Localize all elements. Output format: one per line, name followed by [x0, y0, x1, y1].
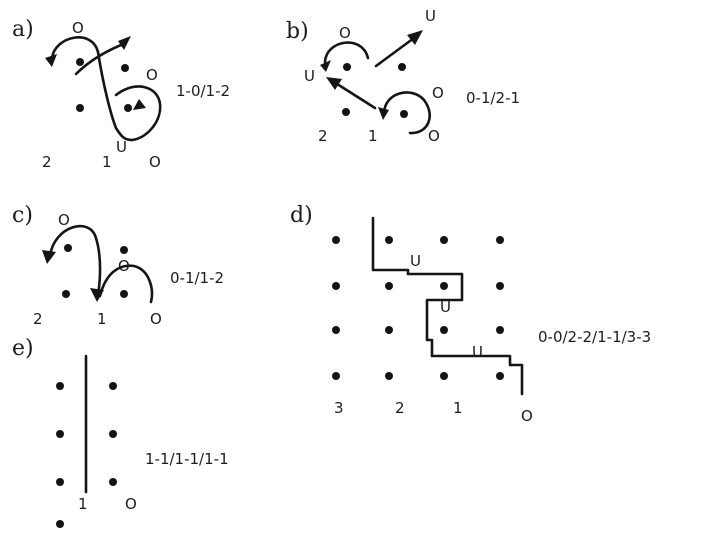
- column-label: O: [149, 153, 161, 171]
- panel-c-label: c): [12, 203, 33, 228]
- panel-c-notation: 0-1/1-2: [170, 269, 224, 287]
- column-label: 1: [78, 495, 88, 513]
- dot: [62, 290, 70, 298]
- dot: [56, 430, 64, 438]
- arrow-head-icon: [326, 77, 342, 90]
- panel-d: d) U U U 0-0/2-2/1-1/3-3 3 2 1 O: [290, 203, 651, 425]
- move-label: O: [118, 257, 130, 275]
- panel-e-label: e): [12, 336, 34, 361]
- arrow-head-icon: [133, 99, 146, 110]
- move-label: U: [116, 138, 127, 156]
- dot: [343, 63, 351, 71]
- dot: [124, 104, 132, 112]
- throw-arc: [323, 41, 370, 64]
- column-label: 1: [97, 310, 107, 328]
- column-label: 1: [453, 399, 463, 417]
- move-label: U: [425, 7, 436, 25]
- loop-curve: [114, 85, 162, 142]
- move-label: O: [339, 24, 351, 42]
- dot: [332, 282, 340, 290]
- panel-b-label: b): [286, 19, 309, 44]
- dot: [342, 108, 350, 116]
- panel-b: b) O U U O 0-1/2-1 2 1 O: [286, 7, 520, 145]
- dot: [398, 63, 406, 71]
- move-label: U: [440, 298, 451, 316]
- move-label: O: [58, 211, 70, 229]
- dot: [56, 478, 64, 486]
- dot: [56, 520, 64, 528]
- dot-grid: [332, 236, 504, 380]
- throw-arc: [98, 264, 154, 304]
- move-label: U: [472, 343, 483, 361]
- column-label: 2: [33, 310, 43, 328]
- crossing-curve: [96, 50, 134, 142]
- dot: [332, 326, 340, 334]
- dot: [385, 282, 393, 290]
- move-label: O: [72, 19, 84, 37]
- dot: [496, 236, 504, 244]
- dot: [496, 326, 504, 334]
- dot: [400, 110, 408, 118]
- panel-b-notation: 0-1/2-1: [466, 89, 520, 107]
- dot: [496, 282, 504, 290]
- dot: [121, 64, 129, 72]
- move-label: O: [432, 84, 444, 102]
- column-label: O: [150, 310, 162, 328]
- panel-a: a) O O U 1-0/1-2 2 1 O: [12, 17, 230, 171]
- staircase-path: [371, 216, 524, 396]
- column-label: 3: [334, 399, 344, 417]
- column-label: 1: [102, 153, 112, 171]
- column-label: O: [125, 495, 137, 513]
- panel-d-notation: 0-0/2-2/1-1/3-3: [538, 328, 651, 346]
- arrow-head-icon: [42, 250, 56, 264]
- dot: [496, 372, 504, 380]
- column-label: 1: [368, 127, 378, 145]
- panel-d-label: d): [290, 203, 313, 228]
- dot: [109, 430, 117, 438]
- throw-arc: [48, 224, 102, 298]
- panel-c: c) O O 0-1/1-2 2 1 O: [12, 203, 224, 328]
- panel-a-notation: 1-0/1-2: [176, 82, 230, 100]
- move-label: O: [146, 66, 158, 84]
- move-label: U: [304, 67, 315, 85]
- dot: [76, 104, 84, 112]
- dot: [385, 236, 393, 244]
- arrow-line: [332, 80, 377, 110]
- dot: [76, 58, 84, 66]
- column-label: O: [521, 407, 533, 425]
- throw-arc: [50, 36, 100, 60]
- column-label: 2: [395, 399, 405, 417]
- dot: [332, 236, 340, 244]
- dot: [109, 382, 117, 390]
- arrow-head-icon: [118, 36, 131, 50]
- dot: [440, 326, 448, 334]
- arrow-head-icon: [378, 107, 389, 120]
- arrow-head-icon: [320, 60, 331, 72]
- column-label: 2: [42, 153, 52, 171]
- move-label: U: [410, 252, 421, 270]
- panel-a-label: a): [12, 17, 34, 42]
- panel-e: e) 1-1/1-1/1-1 1 O: [12, 336, 229, 528]
- panel-e-notation: 1-1/1-1/1-1: [145, 450, 229, 468]
- loop-curve: [382, 91, 431, 135]
- arrow-head-icon: [45, 54, 57, 67]
- dot: [440, 236, 448, 244]
- dot: [56, 382, 64, 390]
- dot: [120, 290, 128, 298]
- dot: [332, 372, 340, 380]
- dot: [440, 372, 448, 380]
- arrow-head-icon: [407, 30, 423, 45]
- dot: [385, 326, 393, 334]
- dot: [440, 282, 448, 290]
- dot: [64, 244, 72, 252]
- dot: [109, 478, 117, 486]
- dot: [385, 372, 393, 380]
- column-label: 2: [318, 127, 328, 145]
- arrow-line: [374, 36, 416, 68]
- dot: [120, 246, 128, 254]
- column-label: O: [428, 127, 440, 145]
